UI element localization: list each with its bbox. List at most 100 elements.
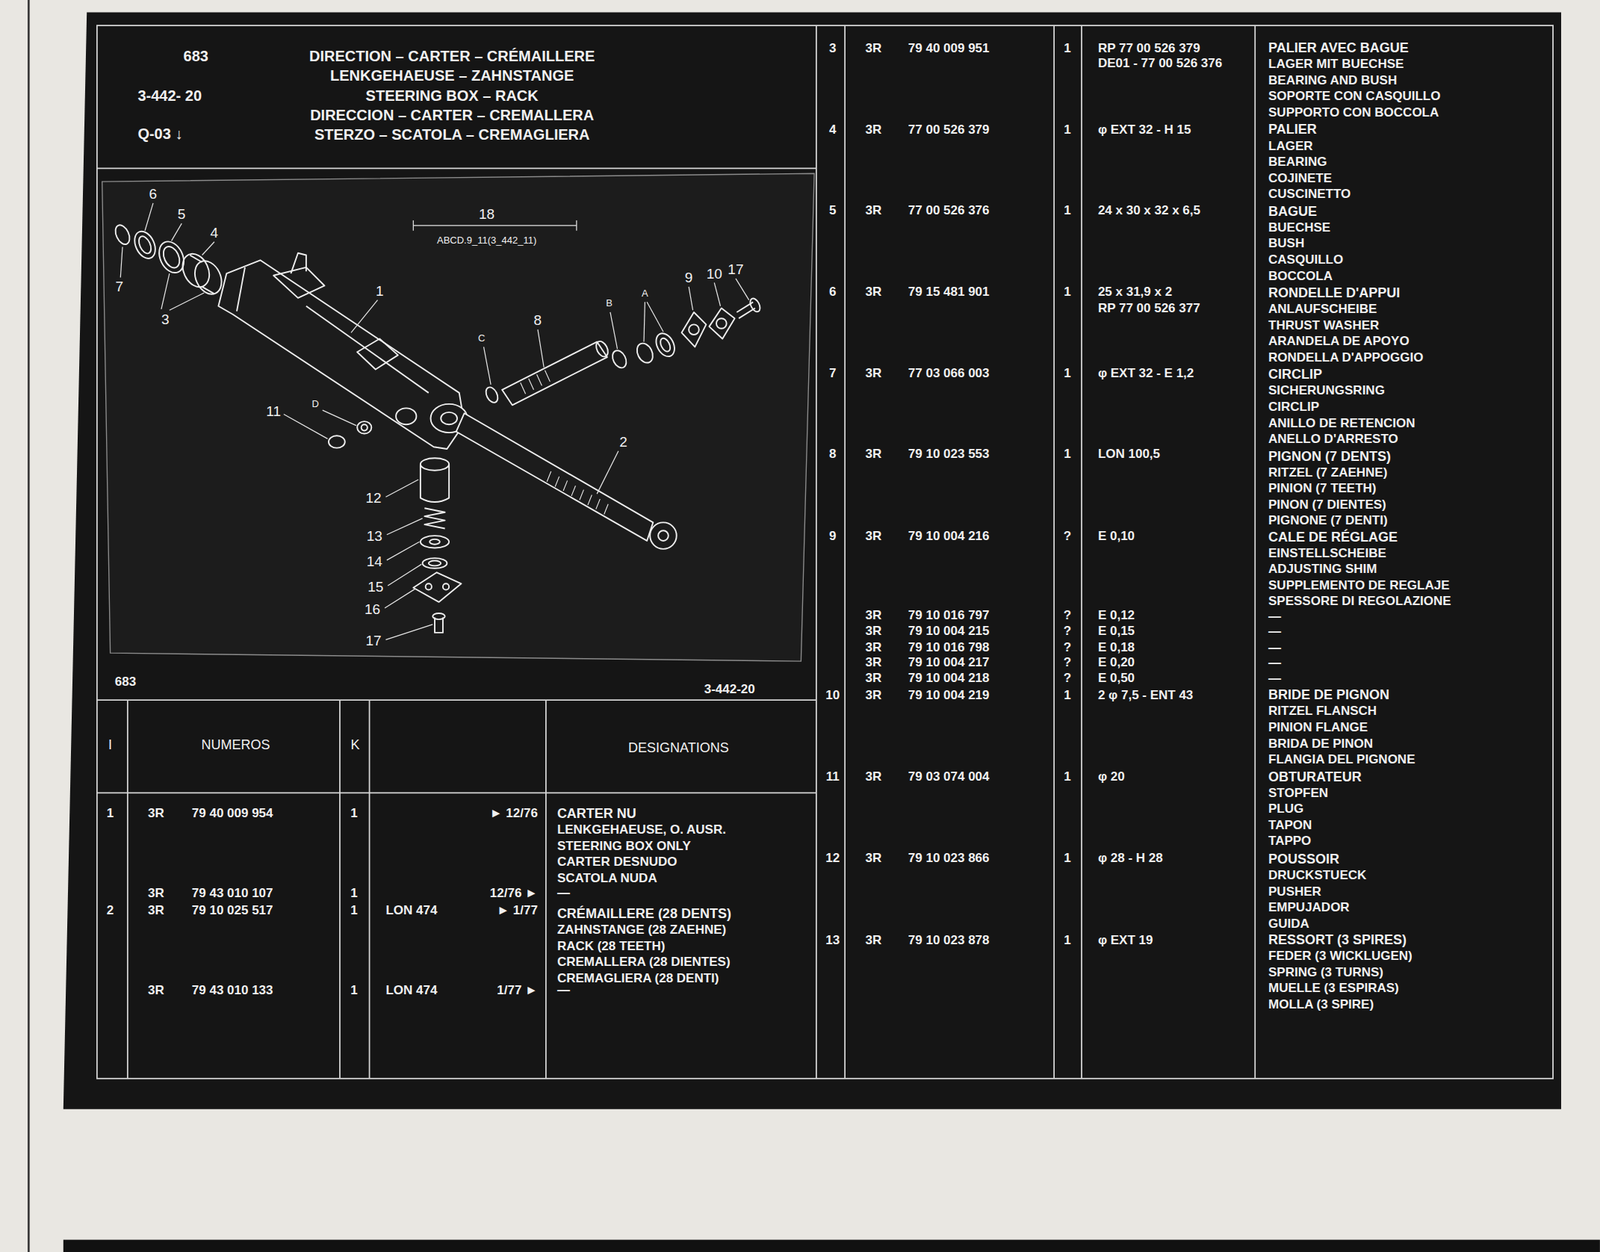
- table-cell: ?: [1063, 608, 1072, 622]
- table-cell: Q-03 ↓: [137, 126, 183, 142]
- table-cell: THRUST WASHER: [1268, 318, 1379, 332]
- table-cell: LENKGEHAEUSE – ZAHNSTANGE: [330, 67, 574, 83]
- table-cell: SICHERUNGSRING: [1268, 383, 1385, 397]
- callout-number: 5: [177, 206, 186, 222]
- table-cell: TAPPO: [1268, 834, 1311, 848]
- table-cell: DESIGNATIONS: [628, 740, 730, 755]
- leader-lines: [120, 203, 749, 641]
- table-cell: LAGER MIT BUECHSE: [1268, 57, 1404, 71]
- table-cell: 1: [1063, 41, 1071, 55]
- bottom-bar: [63, 1239, 1600, 1252]
- callout-number: 17: [365, 633, 381, 648]
- table-cell: 3R: [864, 608, 882, 622]
- table-cell: DIRECCION – CARTER – CREMALLERA: [309, 107, 594, 123]
- table-cell: φ EXT 32 - E 1,2: [1098, 366, 1194, 380]
- table-cell: RP 77 00 526 379: [1098, 41, 1201, 55]
- table-cell: 79 10 004 217: [908, 655, 990, 669]
- table-cell: TAPON: [1268, 818, 1312, 832]
- table-cell: SUPPORTO CON BOCCOLA: [1268, 106, 1439, 119]
- callout-number: 15: [367, 579, 384, 594]
- table-cell: 11: [826, 770, 840, 783]
- table-cell: LON 474: [385, 983, 437, 997]
- table-cell: 3R: [147, 983, 165, 997]
- callout-number: B: [605, 298, 613, 308]
- table-cell: 2 φ 7,5 - ENT 43: [1098, 688, 1193, 702]
- table-cell: 79 10 004 215: [908, 624, 990, 638]
- table-cell: 3R: [864, 688, 882, 702]
- callout-number: 14: [366, 554, 383, 569]
- table-cell: 3R: [864, 933, 882, 947]
- table-cell: PINION (7 TEETH): [1268, 481, 1377, 495]
- table-cell: CARTER NU: [557, 806, 637, 821]
- table-cell: E 0,20: [1098, 655, 1135, 669]
- table-cell: I: [108, 738, 113, 752]
- callout-number: 10: [706, 266, 723, 281]
- table-cell: 3R: [864, 671, 882, 685]
- callout-number: 16: [364, 602, 381, 617]
- table-cell: NUMEROS: [201, 738, 271, 752]
- table-cell: EINSTELLSCHEIBE: [1268, 546, 1387, 560]
- table-cell: 77 00 526 376: [908, 203, 990, 217]
- table-cell: —: [1268, 610, 1282, 623]
- table-cell: 79 10 023 553: [908, 447, 990, 461]
- illustration-frame: [102, 173, 815, 662]
- table-cell: STOPFEN: [1268, 786, 1329, 800]
- table-cell: 1: [106, 806, 114, 820]
- table-cell: 3R: [864, 640, 882, 654]
- callout-number: 13: [366, 528, 383, 544]
- table-cell: DRUCKSTUECK: [1268, 868, 1367, 882]
- table-cell: 3R: [864, 624, 882, 638]
- table-cell: 10: [825, 688, 840, 702]
- callout-number: 1: [375, 283, 384, 299]
- table-cell: 79 10 016 797: [908, 608, 990, 622]
- table-cell: 1: [1063, 688, 1071, 702]
- table-cell: RACK (28 TEETH): [557, 939, 666, 953]
- table-cell: 79 10 023 878: [908, 933, 990, 947]
- table-cell: 1: [1063, 770, 1071, 783]
- table-rules: [97, 25, 1553, 1079]
- callout-number: A: [641, 288, 649, 299]
- table-cell: PIGNON (7 DENTS): [1268, 449, 1391, 464]
- table-cell: 3R: [864, 529, 882, 543]
- table-cell: —: [1268, 672, 1282, 685]
- table-cell: ZAHNSTANGE (28 ZAEHNE): [557, 923, 727, 936]
- table-cell: —: [1268, 641, 1282, 655]
- table-cell: 3R: [864, 203, 882, 217]
- table-cell: 79 03 074 004: [908, 770, 990, 783]
- table-cell: 1: [1063, 851, 1071, 865]
- table-cell: 79 10 004 216: [908, 529, 990, 543]
- table-cell: 79 10 016 798: [908, 640, 990, 654]
- table-cell: 683: [183, 48, 209, 64]
- table-cell: 3R: [147, 903, 165, 917]
- table-cell: E 0,18: [1098, 640, 1135, 654]
- table-cell: ANILLO DE RETENCION: [1268, 416, 1415, 430]
- table-cell: BEARING: [1268, 155, 1327, 169]
- callout-number: 18: [478, 206, 495, 222]
- table-cell: 1: [1063, 447, 1071, 461]
- table-cell: 3R: [864, 655, 882, 669]
- table-cell: GUIDA: [1268, 917, 1310, 930]
- table-cell: 77 03 066 003: [908, 366, 990, 380]
- table-cell: FEDER (3 WICKLUGEN): [1268, 949, 1413, 963]
- table-cell: CARTER DESNUDO: [557, 855, 678, 868]
- callout-number: 9: [684, 270, 694, 285]
- table-cell: K: [350, 738, 360, 752]
- callout-number: D: [311, 398, 319, 409]
- table-cell: φ 28 - H 28: [1098, 851, 1164, 865]
- table-cell: STEERING BOX – RACK: [366, 88, 539, 104]
- table-cell: 24 x 30 x 32 x 6,5: [1098, 203, 1201, 217]
- table-cell: EMPUJADOR: [1268, 900, 1350, 914]
- table-cell: 79 10 004 218: [908, 671, 990, 685]
- table-cell: RITZEL FLANSCH: [1268, 704, 1377, 718]
- table-cell: 1/77 ►: [496, 983, 538, 997]
- table-cell: 1: [1063, 933, 1071, 947]
- table-cell: 12/76 ►: [490, 886, 538, 900]
- callout-number: C: [478, 333, 485, 343]
- table-cell: PINON (7 DIENTES): [1268, 498, 1387, 511]
- table-cell: 79 15 481 901: [908, 285, 990, 299]
- table-cell: 79 43 010 133: [191, 983, 274, 997]
- table-cell: BOCCOLA: [1268, 269, 1333, 283]
- table-cell: —: [557, 886, 570, 900]
- table-cell: CREMAGLIERA (28 DENTI): [557, 971, 720, 985]
